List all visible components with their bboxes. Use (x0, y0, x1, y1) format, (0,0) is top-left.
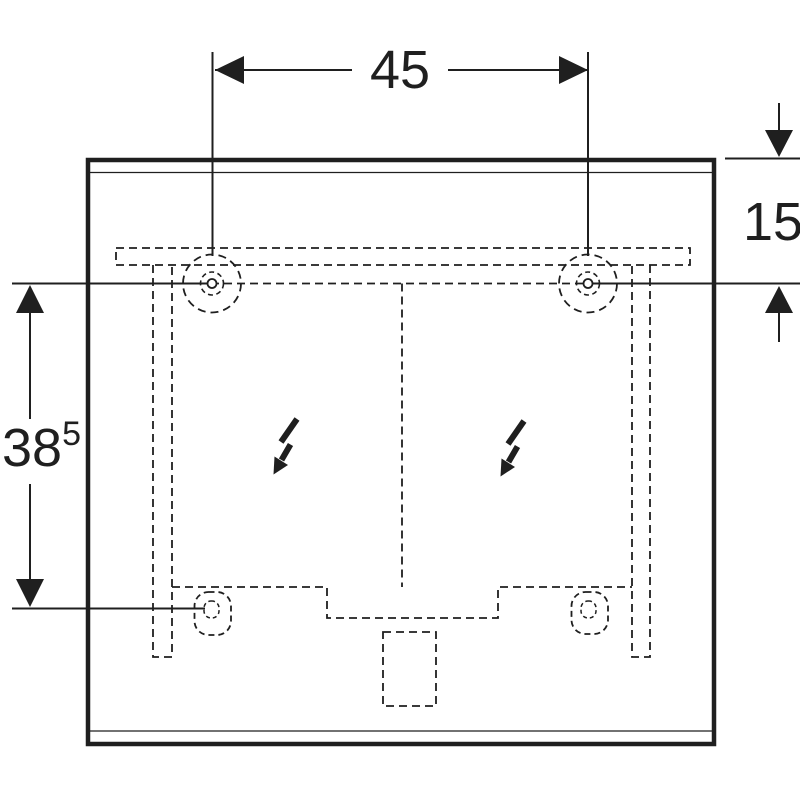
bottom-mount-right-outline (570, 591, 609, 635)
niche-bottom-with-connection-box-dashed (172, 586, 632, 619)
bottom-mount-left (193, 591, 232, 636)
hinge-right-center-hole (582, 278, 594, 289)
dimension-top-width: 45 (211, 40, 589, 256)
dim-15-arrow-down (765, 130, 793, 157)
hinge-right-inner-circle (575, 271, 601, 296)
bottom-mount-right-hole (580, 600, 597, 619)
left-side-wall-dashed (152, 265, 173, 658)
dimension-left-height: 385 (2, 285, 81, 607)
dim-15-arrow-up (765, 286, 793, 313)
right-side-wall-dashed (631, 265, 651, 658)
lightning-bolt-icon-left (273, 417, 300, 475)
dim-385-arrow-up (16, 285, 44, 313)
dimension-right-offset: 15 (743, 103, 800, 342)
hinge-left-center-hole (206, 278, 218, 289)
dim-15-label: 15 (743, 192, 800, 252)
dim-385-superscript: 5 (62, 415, 81, 453)
bottom-mount-left-outline (193, 591, 232, 636)
bottom-outlet-box-dashed (382, 631, 437, 707)
dim-385-value: 38 (2, 418, 62, 478)
cabinet-outline (85, 157, 717, 747)
hinge-left-inner-circle (199, 271, 225, 296)
dim-385-label: 385 (2, 415, 81, 478)
lightning-bolt-icon-right (500, 419, 527, 477)
mounting-rail-dashed (115, 247, 691, 266)
dim-385-arrow-down (16, 579, 44, 607)
bottom-mount-right (570, 591, 609, 635)
dim-45-arrow-right (559, 56, 588, 84)
dim-45-arrow-left (215, 56, 244, 84)
bottom-mount-left-hole (203, 600, 220, 619)
dim-45-label: 45 (370, 40, 430, 100)
